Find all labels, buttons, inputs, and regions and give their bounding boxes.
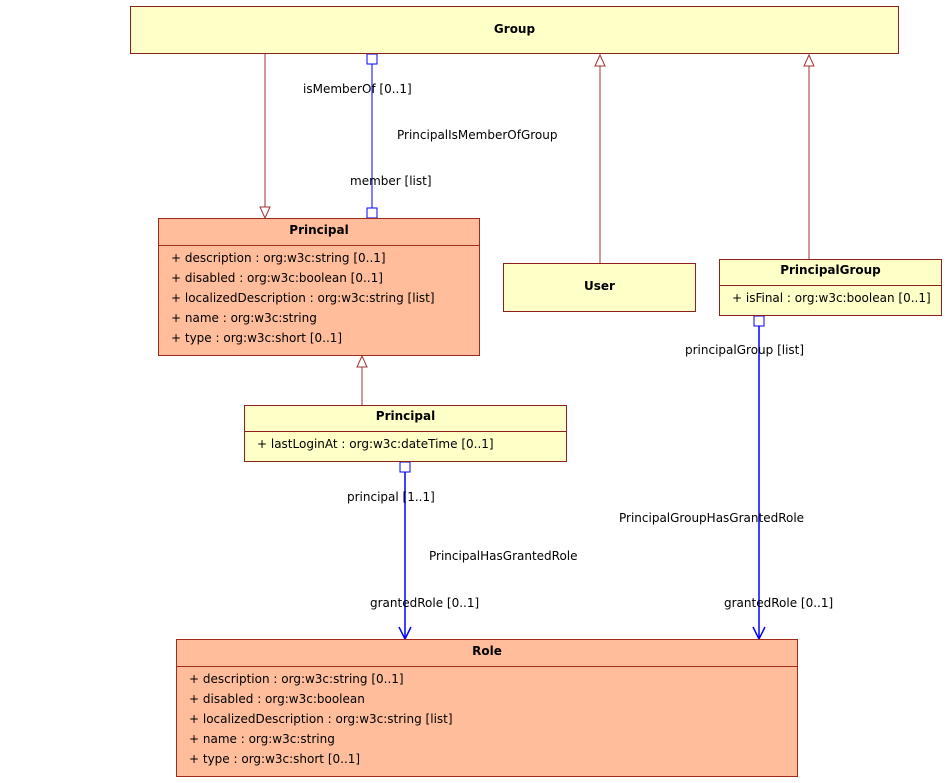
generalization-principalext-principal <box>356 354 368 405</box>
class-principal-attributes: + description : org:w3c:string [0..1] + … <box>159 245 479 348</box>
association-label-principalismemberofgroup: PrincipalIsMemberOfGroup <box>397 128 558 142</box>
class-principal-ext-attributes: + lastLoginAt : org:w3c:dateTime [0..1] <box>245 431 566 454</box>
class-principalgroup[interactable]: PrincipalGroup + isFinal : org:w3c:boole… <box>719 259 942 316</box>
class-user-name: User <box>584 279 615 293</box>
class-group[interactable]: Group <box>130 6 899 54</box>
class-principal[interactable]: Principal + description : org:w3c:string… <box>158 218 480 356</box>
role-label-ismemberof: isMemberOf [0..1] <box>303 82 412 96</box>
role-label-member: member [list] <box>350 174 432 188</box>
class-user[interactable]: User <box>503 263 696 312</box>
class-role[interactable]: Role + description : org:w3c:string [0..… <box>176 639 798 777</box>
association-label-principalhasgrantedrole: PrincipalHasGrantedRole <box>429 549 578 563</box>
association-is-member-of <box>366 53 378 219</box>
generalization-principalgroup-group <box>803 53 815 259</box>
class-principal-ext-name: Principal <box>375 409 436 423</box>
attribute: + description : org:w3c:string [0..1] <box>189 672 404 686</box>
attribute: + description : org:w3c:string [0..1] <box>171 251 386 265</box>
attribute: + type : org:w3c:short [0..1] <box>171 331 343 345</box>
association-principal-has-granted-role <box>398 461 412 641</box>
attribute: + name : org:w3c:string <box>189 732 335 746</box>
association-label-principalgrouphasgrantedrole: PrincipalGroupHasGrantedRole <box>619 511 805 525</box>
attribute: + name : org:w3c:string <box>171 311 317 325</box>
role-label-principalgroup: principalGroup [list] <box>685 343 805 357</box>
attribute: + type : org:w3c:short [0..1] <box>189 752 361 766</box>
generalization-user-group <box>594 53 606 263</box>
role-label-principal: principal [1..1] <box>347 490 435 504</box>
attribute: + disabled : org:w3c:boolean <box>189 692 365 706</box>
class-principalgroup-name: PrincipalGroup <box>780 263 881 277</box>
attribute: + lastLoginAt : org:w3c:dateTime [0..1] <box>257 437 494 451</box>
attribute: + isFinal : org:w3c:boolean [0..1] <box>732 291 931 305</box>
attribute: + disabled : org:w3c:boolean [0..1] <box>171 271 383 285</box>
class-principal-ext[interactable]: Principal + lastLoginAt : org:w3c:dateTi… <box>244 405 567 462</box>
class-principalgroup-attributes: + isFinal : org:w3c:boolean [0..1] <box>720 285 941 308</box>
class-role-name: Role <box>472 644 502 658</box>
generalization-principal-group <box>259 54 271 220</box>
class-principal-name: Principal <box>289 223 349 237</box>
role-label-grantedrole-principalgroup: grantedRole [0..1] <box>724 596 834 610</box>
association-principalgroup-has-granted-role <box>752 315 766 641</box>
attribute: + localizedDescription : org:w3c:string … <box>171 291 435 305</box>
role-label-grantedrole-principal: grantedRole [0..1] <box>370 596 480 610</box>
attribute: + localizedDescription : org:w3c:string … <box>189 712 453 726</box>
class-role-attributes: + description : org:w3c:string [0..1] + … <box>177 666 797 769</box>
class-group-name: Group <box>493 22 536 36</box>
